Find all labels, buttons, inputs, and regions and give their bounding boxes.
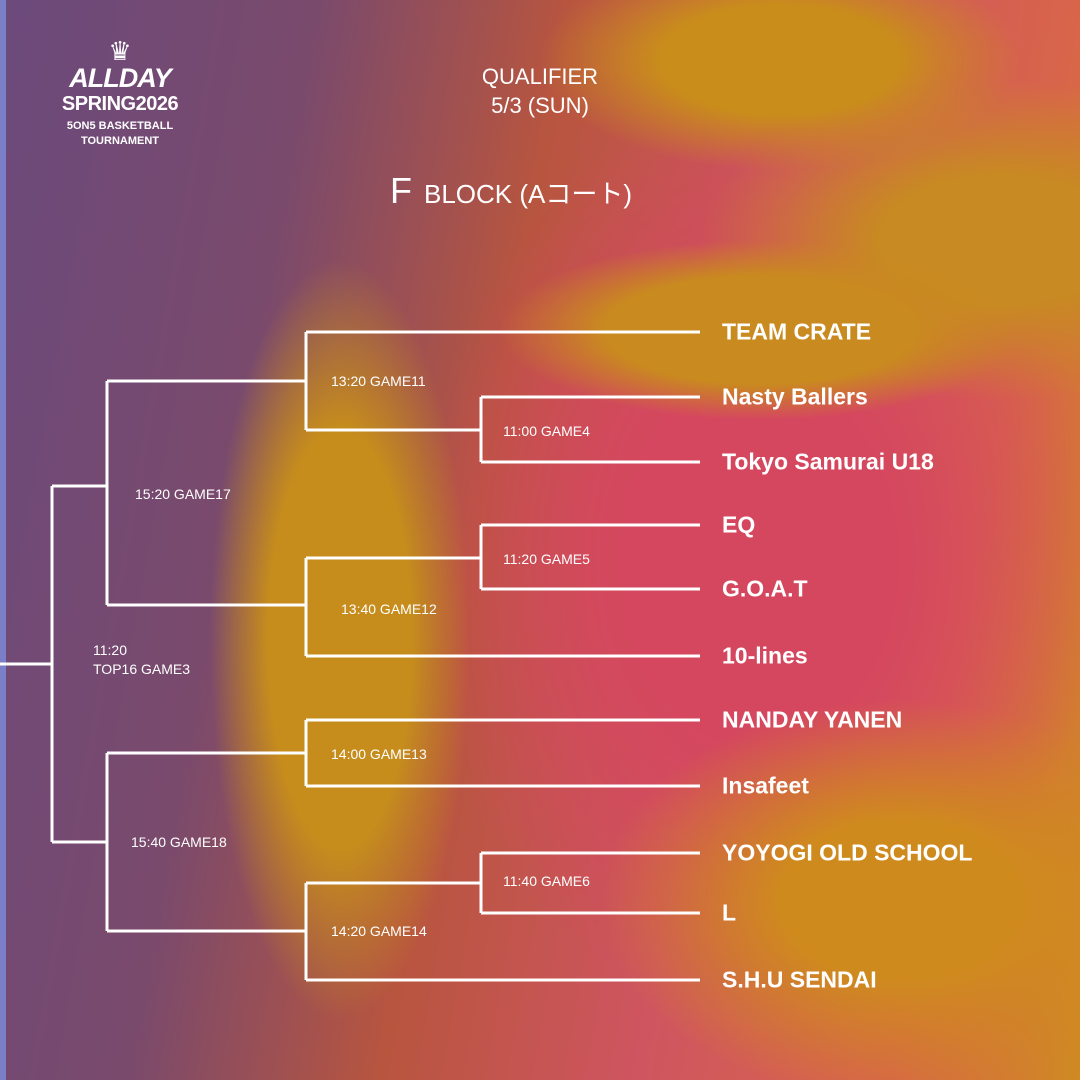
block-title: F BLOCK (Aコート) (390, 170, 632, 212)
game-label: 11:40 GAME6 (503, 873, 590, 889)
header: QUALIFIER 5/3 (SUN) (440, 62, 640, 120)
game-label: 13:40 GAME12 (341, 601, 437, 617)
bracket-line (52, 753, 700, 982)
team-name: Tokyo Samurai U18 (722, 448, 934, 475)
game-label: 14:20 GAME14 (331, 923, 427, 939)
bracket-line (52, 379, 306, 607)
allday-logo: ♛ ALLDAY SPRING2026 5ON5 BASKETBALL TOUR… (40, 38, 200, 149)
team-name: L (722, 899, 737, 926)
game-label: TOP16 GAME3 (93, 661, 191, 677)
bracket-line (304, 523, 700, 658)
team-name: Nasty Ballers (722, 383, 868, 410)
game-label: 13:20 GAME11 (331, 373, 426, 389)
team-name: S.H.U SENDAI (722, 966, 877, 993)
game-label: 11:00 GAME4 (503, 423, 590, 439)
game-time: 11:20 (93, 642, 127, 658)
logo-subtitle-2: TOURNAMENT (80, 135, 159, 147)
logo-edition: SPRING2026 (61, 93, 179, 115)
team-name: G.O.A.T (722, 575, 808, 602)
crown-icon: ♛ (108, 36, 132, 66)
block-label: BLOCK (Aコート) (424, 179, 633, 209)
bracket-line (0, 486, 54, 842)
bracket-line (107, 718, 700, 788)
team-name: Insafeet (722, 772, 809, 799)
bracket-line (304, 330, 700, 464)
game-label: 11:20 GAME5 (503, 551, 590, 567)
logo-subtitle: 5ON5 BASKETBALL (66, 120, 174, 132)
stage-title: QUALIFIER (481, 64, 599, 89)
team-name: YOYOGI OLD SCHOOL (722, 839, 973, 866)
block-letter: F (390, 170, 412, 211)
game-label: 15:40 GAME18 (131, 834, 227, 850)
team-name: 10-lines (722, 642, 808, 669)
logo-name: ALLDAY (69, 63, 172, 93)
team-name: NANDAY YANEN (722, 706, 903, 733)
game-label: 14:00 GAME13 (331, 746, 427, 762)
team-name: TEAM CRATE (722, 318, 872, 345)
game-label: 15:20 GAME17 (135, 486, 231, 502)
event-date: 5/3 (SUN) (491, 93, 589, 118)
team-name: EQ (722, 511, 756, 538)
